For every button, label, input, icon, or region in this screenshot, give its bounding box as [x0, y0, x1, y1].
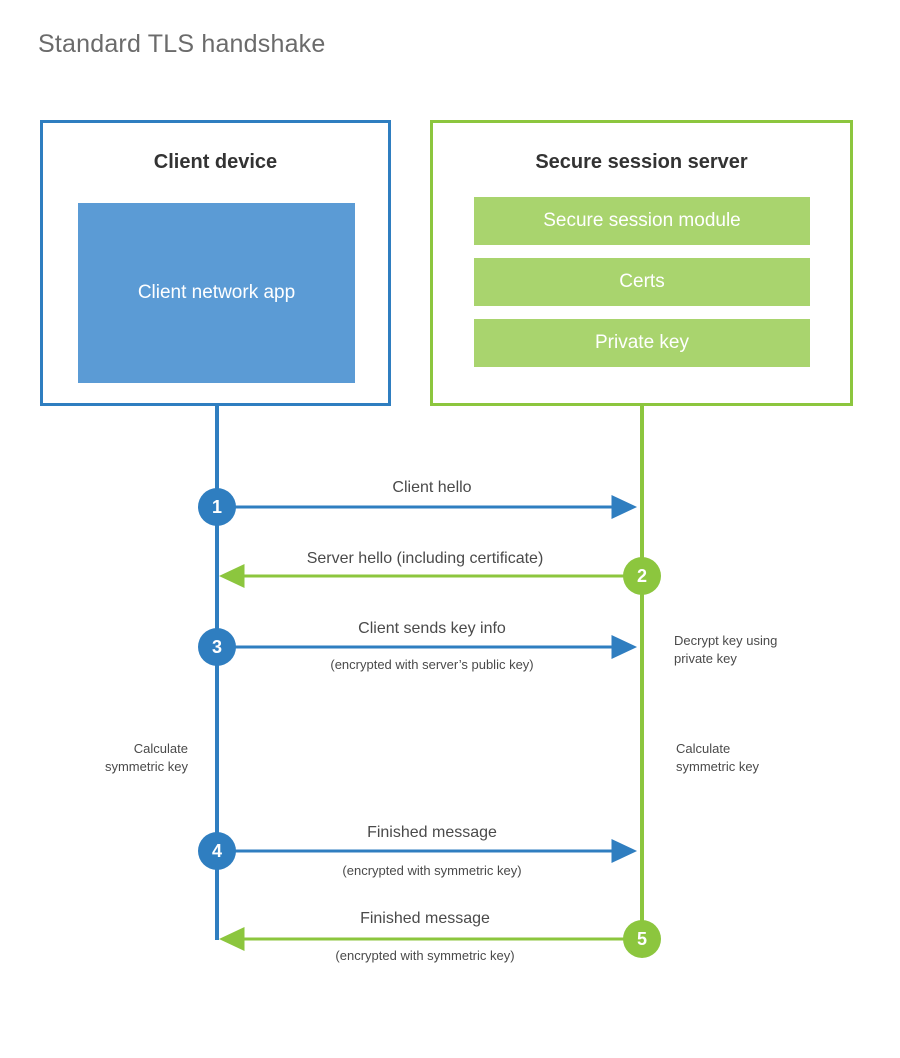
note-server-calculate-symmetric-key: Calculate symmetric key	[676, 740, 866, 775]
page-title: Standard TLS handshake	[38, 30, 326, 58]
step-circle-5[interactable]: 5	[623, 920, 661, 958]
client-device-box: Client device Client network app	[40, 120, 391, 406]
message-label-step-2: Server hello (including certificate)	[306, 550, 544, 567]
secure-session-server-box: Secure session server Secure session mod…	[430, 120, 853, 406]
message-label-step-5: Finished message	[360, 910, 490, 927]
message-label-step-3: Client sends key info	[358, 620, 506, 637]
step-circle-2[interactable]: 2	[623, 557, 661, 595]
note-client-calc-line-2: symmetric key	[104, 758, 188, 774]
note-decrypt-key-line-2: private key	[674, 650, 737, 666]
server-module-secure-session-module: Secure session module	[474, 197, 810, 245]
note-server-calc-line-2: symmetric key	[676, 758, 760, 774]
note-decrypt-key-line-1: Decrypt key using	[674, 633, 778, 648]
server-module-private-key: Private key	[474, 319, 810, 367]
note-server-calc-line-1: Calculate	[676, 741, 731, 756]
step-circle-1[interactable]: 1	[198, 488, 236, 526]
note-client-calculate-symmetric-key: Calculate symmetric key	[20, 740, 188, 775]
message-label-step-4: Finished message	[367, 824, 497, 841]
step-circle-3[interactable]: 3	[198, 628, 236, 666]
server-lifeline	[640, 406, 644, 939]
message-sublabel-step-5: (encrypted with symmetric key)	[335, 948, 515, 963]
client-network-app-box: Client network app	[78, 203, 355, 383]
note-decrypt-key: Decrypt key using private key	[674, 632, 864, 667]
message-sublabel-step-4: (encrypted with symmetric key)	[342, 863, 522, 878]
secure-session-server-title: Secure session server	[535, 151, 748, 173]
step-circle-4[interactable]: 4	[198, 832, 236, 870]
client-device-title: Client device	[153, 151, 278, 173]
client-lifeline	[215, 406, 219, 940]
note-client-calc-line-1: Calculate	[133, 741, 188, 756]
message-label-step-1: Client hello	[392, 479, 472, 496]
message-sublabel-step-3: (encrypted with server’s public key)	[330, 657, 534, 672]
server-modules-list: Secure session module Certs Private key	[474, 197, 810, 367]
server-module-certs: Certs	[474, 258, 810, 306]
